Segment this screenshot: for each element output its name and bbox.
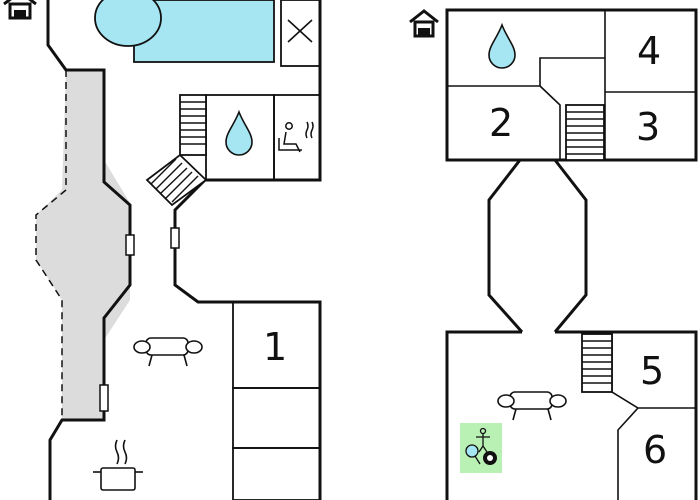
sofa-icon (497, 391, 567, 421)
house-icon (3, 0, 37, 20)
room-6-label: 6 (643, 428, 667, 472)
door (170, 227, 180, 249)
room-4-label: 4 (637, 29, 661, 73)
door (99, 384, 109, 412)
room-1-label: 1 (263, 325, 287, 369)
partition (617, 407, 639, 500)
door (125, 234, 135, 256)
left-building-right-wall (173, 0, 322, 500)
sauna-icon (278, 121, 314, 153)
pool (94, 0, 275, 63)
staircase (581, 333, 613, 393)
lower-block-outer-wall (445, 330, 698, 500)
cooking-pot-icon (93, 439, 143, 491)
partition (447, 57, 605, 87)
terrace-dashed-outline (35, 70, 67, 420)
room-3-label: 3 (636, 105, 660, 149)
left-building-outer-wall (46, 0, 132, 410)
room-lower-a (232, 387, 321, 449)
storage-box (280, 0, 321, 67)
terrace (36, 70, 130, 420)
room-lower-b (232, 447, 321, 500)
diagonal-staircase (145, 153, 208, 207)
sauna (273, 94, 321, 181)
staircase (179, 94, 207, 156)
room-5-label: 5 (640, 349, 664, 393)
water-drop-icon (488, 22, 516, 69)
corridor (487, 159, 588, 333)
house-icon (409, 9, 439, 38)
room-2-label: 2 (489, 101, 513, 145)
staircase (565, 104, 605, 161)
table-tennis-billiards-icon (460, 423, 502, 473)
left-building-lower-wall (48, 410, 106, 500)
sofa-icon (133, 337, 203, 367)
partition (539, 85, 561, 160)
water-drop-icon (225, 109, 253, 156)
